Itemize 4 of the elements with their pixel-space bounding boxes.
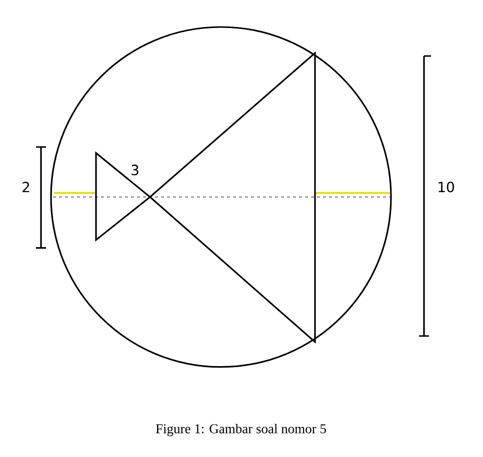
- dimension-label: 2: [22, 182, 30, 192]
- dimension-label: 3: [132, 164, 138, 176]
- caption: Figure 1: Gambar soal nomor 5: [156, 424, 326, 436]
- dimension-label: 10: [438, 182, 454, 192]
